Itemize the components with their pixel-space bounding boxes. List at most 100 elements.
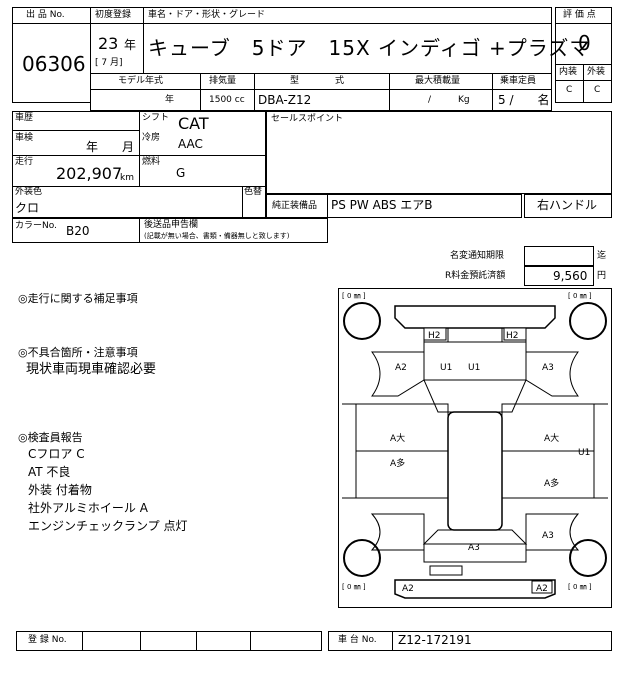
vehicle-info-table (90, 7, 552, 111)
shift-value: CAT (178, 114, 209, 133)
max-load-label: 最大積載量 (415, 76, 461, 86)
car-name: キューブ 5ドア 15X インディゴ +プラズマ (148, 36, 591, 60)
exterior-grade: C (594, 85, 601, 95)
driving-notes-title: ◎走行に関する補足事項 (18, 292, 138, 305)
tire-front-left (343, 302, 381, 340)
max-load-value: / Kg (428, 95, 470, 105)
score-label: 評 価 点 (563, 10, 596, 20)
damage-mark: H2 (506, 331, 519, 341)
damage-mark: U1 (578, 448, 590, 458)
interior-grade: C (566, 85, 573, 95)
damage-mark: A大 (544, 432, 559, 444)
damage-mark: A3 (542, 363, 554, 373)
model-year-unit: 年 (165, 95, 175, 105)
fuel-value: G (176, 166, 186, 180)
score-value: 0 (578, 31, 591, 55)
deadline-value-box (524, 246, 594, 266)
recycle-value: 9,560 (553, 269, 588, 283)
first-reg-month: [ 7 月] (95, 58, 123, 68)
tire-depth-front-right: [ 0 ㎜ ] (568, 292, 592, 300)
displacement-label: 排気量 (209, 76, 237, 86)
history-label: 車歴 (15, 113, 34, 123)
vehicle-damage-diagram: [ 0 ㎜ ] [ 0 ㎜ ] [ 0 ㎜ ] [ 0 ㎜ ] H2 H2 A2… (338, 288, 612, 608)
inspector-line: AT 不良 (28, 465, 71, 479)
damage-mark: H2 (428, 331, 441, 341)
windshield (423, 379, 527, 413)
hood (423, 341, 527, 381)
first-reg-year-unit: 年 (124, 38, 137, 52)
color-no-value: B20 (66, 224, 90, 238)
damage-mark: A2 (402, 584, 414, 594)
capacity-value: 5 / 名 (498, 93, 550, 107)
front-fender-right (525, 351, 579, 397)
tire-depth-front-left: [ 0 ㎜ ] (342, 292, 366, 300)
deadline-label: 名変通知期限 (450, 251, 505, 261)
tire-front-right (569, 302, 607, 340)
lot-label: 出 品 No. (26, 10, 65, 20)
aftermarket-note: (記載が無い場合、書類・備器無しと致します) (144, 232, 290, 240)
chassis-number: Z12-172191 (398, 633, 472, 647)
mileage-unit: km (120, 173, 134, 183)
shift-label: シフト (142, 113, 170, 123)
front-fender-left (371, 351, 425, 397)
inspector-line: 外装 付着物 (28, 483, 92, 497)
steering-box (524, 194, 612, 218)
defect-notes-text: 現状車両現車確認必要 (26, 362, 157, 377)
rear-window (422, 529, 528, 545)
model-year-label: モデル年式 (118, 76, 164, 86)
genuine-equipment-box (266, 194, 522, 218)
registration-label: 登 録 No. (28, 635, 67, 645)
tire-rear-left (343, 539, 381, 577)
ext-color-value: クロ (15, 201, 40, 215)
damage-mark: A多 (390, 457, 405, 469)
inspector-line: エンジンチェックランプ 点灯 (28, 519, 188, 533)
color-change-label: 色替 (244, 187, 263, 197)
inspector-line: Cフロア C (28, 447, 85, 461)
steering-value: 右ハンドル (537, 198, 598, 212)
sales-point-box (266, 111, 612, 194)
ext-color-label: 外装色 (15, 187, 43, 197)
rear-fender-left (370, 513, 425, 551)
mileage-value: 202,907 (56, 164, 123, 183)
tire-depth-rear-right: [ 0 ㎜ ] (568, 583, 592, 591)
sales-point-label: セールスポイント (271, 114, 344, 124)
model-type-value: DBA-Z12 (258, 93, 312, 107)
inspection-value: 年 月 (86, 140, 135, 154)
damage-mark: A2 (395, 363, 407, 373)
trunk (423, 543, 527, 563)
damage-mark: A3 (468, 543, 480, 553)
recycle-value-box (524, 266, 594, 286)
front-bumper (394, 305, 556, 329)
damage-mark: U1 (440, 363, 452, 373)
interior-label: 内装 (559, 67, 578, 77)
first-reg-label: 初度登録 (95, 10, 132, 20)
inspector-line: 社外アルミホイール A (28, 501, 148, 515)
color-no-box (12, 218, 328, 243)
damage-mark: U1 (468, 363, 480, 373)
registration-box (16, 631, 322, 651)
genuine-value: PS PW ABS エアB (331, 198, 433, 212)
damage-mark: A2 (536, 584, 548, 594)
car-name-label: 車名・ドア・形状・グレード (148, 10, 266, 20)
recycle-label: R料金預託済額 (445, 271, 506, 281)
inspector-report-title: ◎検査員報告 (18, 431, 83, 444)
aircon-label: 冷房 (142, 133, 161, 143)
rear-bumper (394, 579, 556, 599)
roof (447, 411, 503, 531)
color-no-label: カラーNo. (15, 221, 57, 231)
tire-depth-rear-left: [ 0 ㎜ ] (342, 583, 366, 591)
deadline-unit: 迄 (597, 251, 607, 261)
exterior-label: 外装 (587, 67, 606, 77)
first-reg-year: 23 (98, 34, 119, 53)
tire-rear-right (569, 539, 607, 577)
chassis-box (328, 631, 612, 651)
rear-plate (429, 565, 463, 576)
aftermarket-label: 後送品申告欄 (144, 220, 199, 230)
lot-number: 06306 (22, 52, 86, 76)
fuel-label: 燃料 (142, 157, 161, 167)
capacity-label: 乗車定員 (500, 76, 537, 86)
damage-mark: A大 (390, 432, 405, 444)
chassis-label: 車 台 No. (338, 635, 377, 645)
type-label: 型 式 (290, 76, 345, 86)
displacement-value: 1500 cc (209, 95, 245, 105)
